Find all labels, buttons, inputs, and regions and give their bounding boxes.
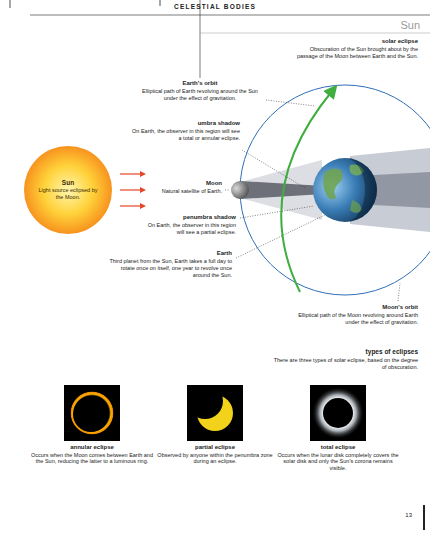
sun-shape — [24, 146, 112, 234]
part-name: Earth's orbit — [140, 80, 260, 88]
part-name: solar eclipse — [288, 38, 418, 46]
section-description: There are three types of solar eclipse, … — [268, 357, 418, 371]
moon-figure — [231, 181, 249, 199]
part-description: On Earth, the observer in this region wi… — [140, 222, 236, 236]
node-title: partial eclipse — [153, 444, 277, 452]
part-description: Elliptical path of the Moon revolving ar… — [286, 312, 418, 326]
page-number: 13 — [382, 512, 412, 520]
part-description: Third planet from the Sun, Earth takes a… — [104, 258, 232, 279]
node-title: annular eclipse — [30, 444, 154, 452]
part-name: Moon — [147, 180, 222, 188]
eclipse-panel: annular eclipseOccurs when the Moon come… — [30, 385, 154, 466]
part-description: Elliptical path of Earth revolving aroun… — [140, 88, 260, 102]
part-description: Obscuration of the Sun brought about by … — [288, 46, 418, 60]
eclipse-panel: total eclipseOccurs when the lunar disk … — [276, 385, 400, 473]
node-description: Observed by anyone within the penumbra z… — [153, 452, 277, 466]
header-rule — [30, 15, 430, 16]
frame-mark — [160, 0, 161, 6]
leader-lines — [225, 100, 400, 301]
frame-mark — [10, 0, 11, 8]
page-tab — [423, 505, 425, 530]
node-title: total eclipse — [276, 444, 400, 452]
part-description: On Earth, the observer in this region wi… — [130, 128, 240, 142]
part-name: penumbra shadow — [140, 214, 236, 222]
part-description: Natural satellite of Earth. — [147, 188, 222, 195]
light-arrow — [120, 189, 143, 190]
section-heading: types of eclipses — [268, 348, 418, 356]
part-name: umbra shadow — [130, 120, 240, 128]
node-description: Occurs when the Moon comes between Earth… — [30, 452, 154, 466]
annular-eclipse-image — [64, 385, 120, 441]
eclipse-panel: partial eclipseObserved by anyone within… — [153, 385, 277, 466]
header-rule — [200, 33, 430, 34]
node-description: Light source eclipsed by the Moon. — [34, 187, 102, 201]
node-title: Sun — [62, 179, 74, 187]
light-arrow — [120, 205, 143, 206]
page-header: CELESTIAL BODIES — [115, 3, 315, 11]
partial-eclipse-image — [187, 385, 243, 441]
frame-mark — [200, 0, 201, 78]
part-name: Moon's orbit — [286, 304, 418, 312]
earth-figure — [313, 158, 377, 222]
sun-disc: SunLight source eclipsed by the Moon. — [23, 145, 113, 235]
moon-orbit — [240, 85, 430, 295]
section-name: Sun — [360, 19, 420, 33]
node-description: Occurs when the lunar disk completely co… — [276, 452, 400, 473]
light-arrow — [120, 173, 143, 174]
part-name: Earth — [104, 250, 232, 258]
total-eclipse-image — [310, 385, 366, 441]
